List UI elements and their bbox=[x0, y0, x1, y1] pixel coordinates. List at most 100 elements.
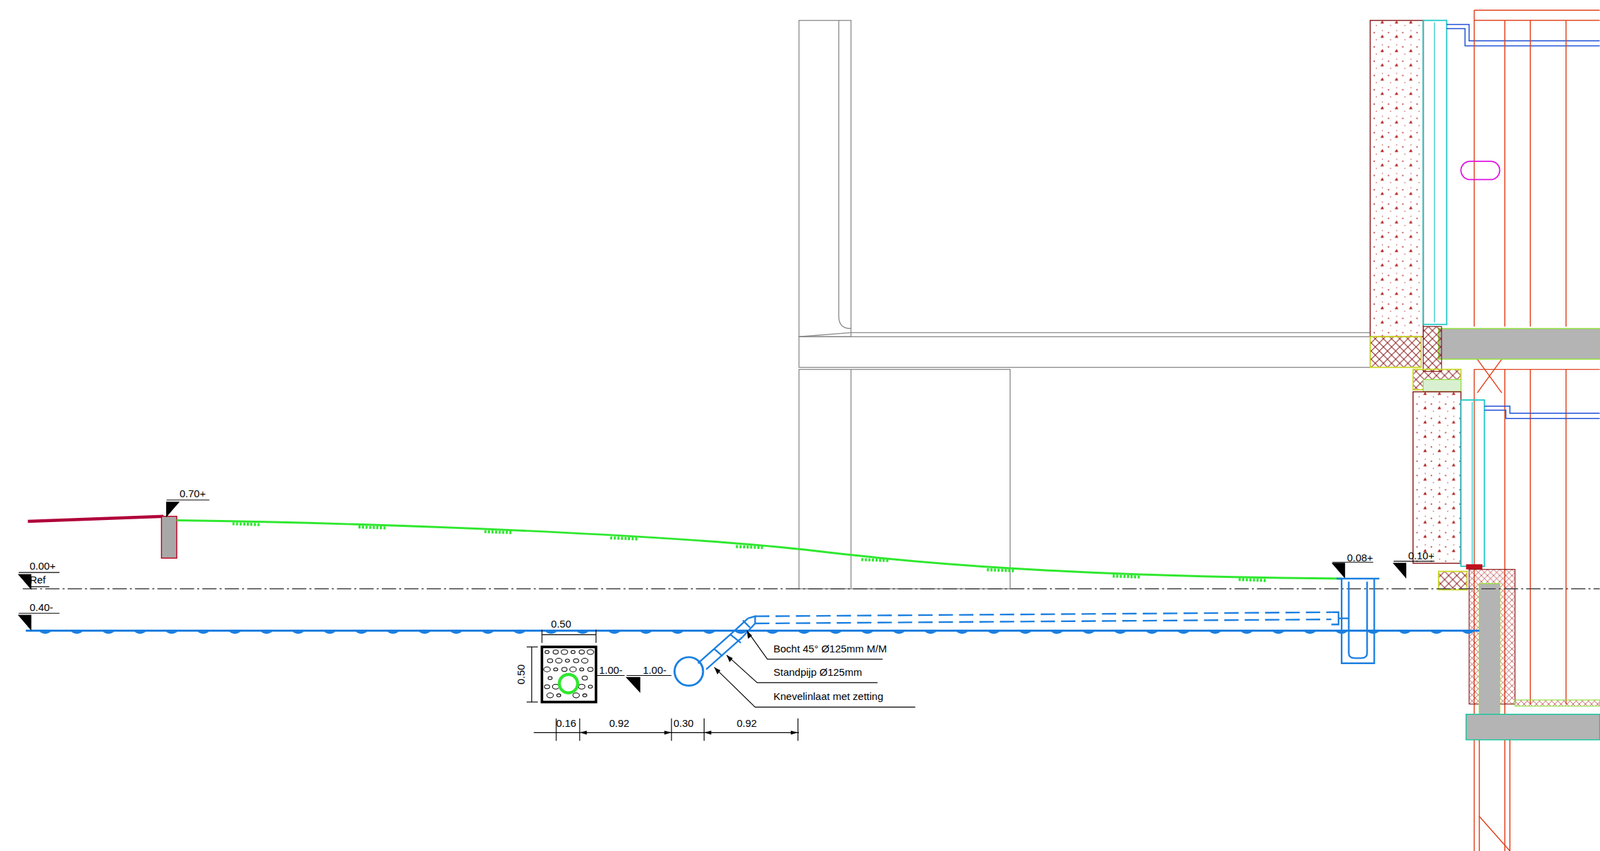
water-mark bbox=[608, 630, 621, 633]
pebble bbox=[544, 684, 551, 689]
dimension-label: 0.92 bbox=[736, 717, 757, 728]
dimension-label: 0.50 bbox=[514, 664, 526, 685]
ground-line bbox=[176, 520, 1342, 579]
grass-mark bbox=[987, 569, 1016, 571]
water-mark bbox=[513, 630, 526, 633]
water-mark bbox=[197, 630, 210, 633]
water-mark bbox=[260, 630, 273, 633]
level-label: 0.70+ bbox=[179, 488, 207, 499]
water-mark bbox=[102, 630, 115, 633]
water-mark bbox=[292, 630, 305, 633]
water-mark bbox=[1430, 630, 1443, 633]
level-markers bbox=[18, 499, 1435, 692]
gravel-trench bbox=[541, 646, 596, 702]
dimension-label: 0.92 bbox=[609, 717, 630, 728]
water-mark bbox=[1145, 630, 1159, 633]
level-label: 0.08+ bbox=[1347, 552, 1374, 563]
water-mark bbox=[1114, 630, 1127, 633]
water-mark bbox=[671, 630, 684, 633]
pebble bbox=[579, 667, 584, 671]
pebble bbox=[543, 666, 551, 672]
pebble bbox=[579, 650, 585, 655]
pebble bbox=[552, 650, 559, 655]
standpipe-assembly bbox=[674, 612, 1332, 686]
pebble bbox=[587, 649, 594, 655]
water-mark bbox=[386, 630, 400, 633]
pebble bbox=[570, 650, 575, 653]
water-mark bbox=[1050, 630, 1063, 633]
pebble bbox=[547, 658, 553, 663]
pebble bbox=[582, 693, 587, 697]
water-mark bbox=[323, 630, 337, 633]
dimension-label: 0.30 bbox=[673, 717, 694, 728]
paving-edge bbox=[27, 516, 164, 522]
dimension-label: 0.50 bbox=[550, 618, 571, 629]
grass-mark bbox=[358, 526, 387, 528]
pebble bbox=[555, 658, 562, 664]
building-facade bbox=[1370, 10, 1600, 851]
water-mark bbox=[987, 630, 1001, 633]
pebble bbox=[553, 667, 558, 671]
water-mark bbox=[481, 630, 495, 633]
pebble bbox=[572, 692, 580, 698]
water-mark bbox=[766, 630, 779, 633]
gully-pot bbox=[1331, 578, 1380, 664]
pebble bbox=[578, 683, 585, 689]
kerb-stone bbox=[161, 516, 177, 559]
water-mark bbox=[703, 630, 716, 633]
water-mark bbox=[1366, 630, 1380, 633]
pebble bbox=[561, 649, 568, 655]
level-label: Ref bbox=[29, 574, 46, 585]
water-mark bbox=[1209, 630, 1222, 633]
water-level-line bbox=[25, 629, 1479, 632]
water-mark bbox=[1272, 630, 1285, 633]
water-mark bbox=[39, 630, 52, 633]
pebble bbox=[557, 693, 562, 697]
pebble bbox=[581, 658, 589, 664]
grass-mark bbox=[736, 546, 765, 548]
part-label: Bocht 45° Ø125mm M/M bbox=[773, 643, 887, 654]
pebble bbox=[546, 692, 553, 698]
leader-lines bbox=[714, 630, 915, 707]
leader-arrows bbox=[714, 630, 753, 675]
grass-marks bbox=[232, 523, 1268, 580]
water-mark bbox=[545, 630, 558, 633]
pebble bbox=[573, 658, 580, 663]
water-mark bbox=[355, 630, 368, 633]
water-mark bbox=[228, 630, 242, 633]
reference-line bbox=[22, 588, 1600, 589]
grass-mark bbox=[1112, 575, 1141, 577]
pebble bbox=[561, 667, 568, 672]
water-mark bbox=[133, 630, 147, 633]
level-label: 1.00- bbox=[599, 664, 623, 675]
level-label: 0.00+ bbox=[29, 560, 56, 571]
water-mark bbox=[418, 630, 431, 633]
dimension-label: 0.16 bbox=[556, 717, 577, 728]
water-mark bbox=[165, 630, 178, 633]
grass-mark bbox=[610, 537, 639, 539]
water-mark bbox=[734, 630, 748, 633]
water-mark bbox=[639, 630, 653, 633]
water-mark bbox=[576, 630, 589, 633]
water-marks bbox=[39, 630, 1475, 633]
grass-mark bbox=[484, 531, 513, 533]
water-mark bbox=[1240, 630, 1254, 633]
water-mark bbox=[798, 630, 811, 633]
water-mark bbox=[1462, 630, 1475, 633]
pebble bbox=[545, 650, 550, 653]
water-mark bbox=[956, 630, 969, 633]
water-mark bbox=[892, 630, 906, 633]
water-mark bbox=[1177, 630, 1190, 633]
water-mark bbox=[861, 630, 874, 633]
water-mark bbox=[1082, 630, 1095, 633]
level-label: 0.10+ bbox=[1408, 550, 1435, 561]
pebble bbox=[565, 659, 570, 662]
water-mark bbox=[1303, 630, 1316, 633]
drain-pipe bbox=[559, 674, 578, 693]
part-label: Knevelinlaat met zetting bbox=[773, 690, 884, 702]
pebble bbox=[588, 685, 593, 688]
structure-outline bbox=[798, 20, 1371, 589]
